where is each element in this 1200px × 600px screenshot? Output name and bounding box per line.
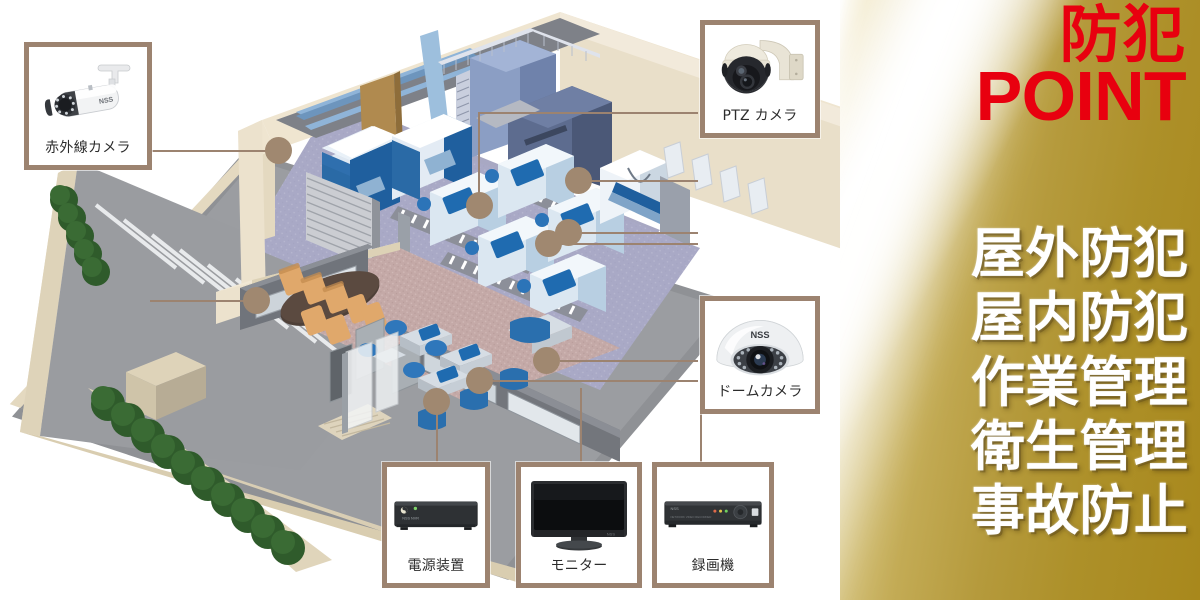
callout-label-ptz-camera: PTZ カメラ bbox=[722, 108, 798, 124]
benefit-item-2: 屋内防犯 bbox=[970, 286, 1188, 350]
headline-latin: POINT bbox=[975, 56, 1187, 135]
dot-machine-upper bbox=[466, 192, 493, 219]
power-supply-icon: NSS NVR bbox=[391, 473, 481, 555]
connector-monitor-v bbox=[580, 388, 582, 462]
connector-ir-camera bbox=[150, 150, 280, 152]
wall-fins bbox=[663, 141, 769, 215]
outbuilding bbox=[126, 352, 206, 420]
svg-text:NSS: NSS bbox=[607, 532, 616, 537]
svg-text:NSS: NSS bbox=[670, 506, 679, 511]
benefit-item-5: 事故防止 bbox=[970, 479, 1188, 542]
svg-text:NSS: NSS bbox=[98, 96, 114, 105]
terminal-machines bbox=[417, 144, 624, 320]
callout-ptz-camera[interactable]: PTZ カメラ bbox=[700, 20, 820, 138]
dot-roller-machine bbox=[565, 167, 592, 194]
banner-headline: 防犯 POINT bbox=[975, 0, 1187, 135]
dome-brand-text: NSS bbox=[750, 330, 769, 340]
dot-office-desk-right bbox=[533, 347, 560, 374]
benefit-item-3: 作業管理 bbox=[970, 350, 1188, 414]
callout-label-ir-camera: 赤外線カメラ bbox=[45, 140, 131, 156]
connector-dome-a bbox=[590, 180, 698, 182]
callout-ir-camera[interactable]: NSS 赤外線カメラ bbox=[24, 42, 152, 170]
connector-recorder-v bbox=[700, 404, 702, 462]
dot-conveyor bbox=[535, 230, 562, 257]
benefit-item-4: 衛生管理 bbox=[970, 414, 1188, 478]
callout-recorder[interactable]: NSS NETWORK VIDEO RECORDER 録画機 bbox=[652, 462, 774, 588]
callout-label-recorder: 録画機 bbox=[691, 558, 735, 574]
dot-ir-camera bbox=[265, 137, 292, 164]
roller-machine bbox=[600, 150, 690, 246]
recorder-icon: NSS NETWORK VIDEO RECORDER bbox=[661, 473, 765, 555]
promo-banner: 防犯 POINT 屋外防犯 屋内防犯 作業管理 衛生管理 事故防止 bbox=[840, 0, 1200, 600]
dome-camera-icon: NSS bbox=[709, 307, 811, 381]
svg-text:NETWORK VIDEO RECORDER: NETWORK VIDEO RECORDER bbox=[670, 515, 711, 519]
dot-office-wall bbox=[243, 287, 270, 314]
callout-label-power-supply: 電源装置 bbox=[407, 558, 465, 574]
monitor-icon: NSS bbox=[525, 473, 633, 555]
connector-dome-b bbox=[560, 243, 698, 245]
benefit-list: 屋外防犯 屋内防犯 作業管理 衛生管理 事故防止 bbox=[971, 222, 1188, 543]
bullet-camera-icon: NSS bbox=[33, 53, 143, 137]
callout-power-supply[interactable]: NSS NVR 電源装置 bbox=[382, 462, 490, 588]
callout-label-monitor: モニター bbox=[550, 558, 608, 574]
dot-office-desk-low bbox=[423, 388, 450, 415]
ptz-camera-icon bbox=[709, 31, 811, 105]
headline-kanji: 防犯 bbox=[1059, 0, 1186, 71]
svg-text:NSS NVR: NSS NVR bbox=[402, 517, 419, 521]
connector-dome-office bbox=[560, 360, 698, 362]
connector-power-v bbox=[436, 400, 438, 462]
callout-monitor[interactable]: NSS モニター bbox=[516, 462, 642, 588]
meeting-area bbox=[278, 263, 387, 345]
callout-label-dome-camera: ドームカメラ bbox=[717, 384, 803, 400]
dot-office-desk-mid bbox=[466, 367, 493, 394]
hedge-bushes-left bbox=[91, 386, 305, 565]
entrance-doors bbox=[342, 331, 399, 434]
hedge-bushes-upper bbox=[50, 185, 110, 286]
connector-office-mid bbox=[478, 380, 698, 382]
connector-ptz-a bbox=[478, 112, 698, 114]
connector-ptz-a-v bbox=[478, 112, 480, 204]
benefit-item-1: 屋外防犯 bbox=[970, 222, 1188, 285]
connector-ptz-b bbox=[580, 232, 698, 234]
callout-dome-camera[interactable]: NSS ドームカメラ bbox=[700, 296, 820, 414]
connector-office-left bbox=[150, 300, 260, 302]
